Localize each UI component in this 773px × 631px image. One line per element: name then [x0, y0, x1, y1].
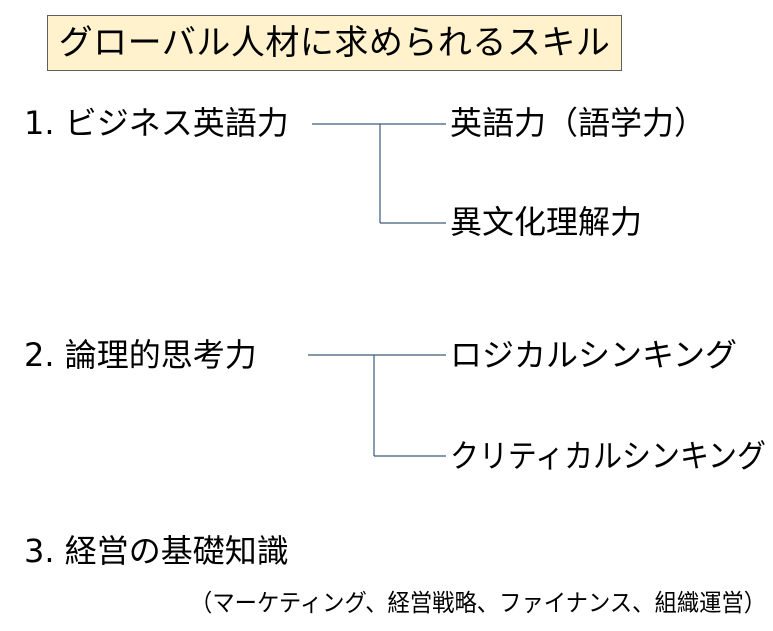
diagram-title: グローバル人材に求められるスキル: [58, 23, 611, 63]
skill-1-branch-2: 異文化理解力: [450, 203, 643, 241]
skill-2-branch-1: ロジカルシンキング: [450, 336, 738, 374]
title-box: グローバル人材に求められるスキル: [47, 15, 622, 71]
skill-3-label: 3. 経営の基礎知識: [24, 532, 289, 570]
skill-1-branch-1: 英語力（語学力）: [450, 104, 707, 142]
skill-1-label: 1. ビジネス英語力: [24, 104, 289, 142]
skill-2-label: 2. 論理的思考力: [24, 336, 257, 374]
skill-2-branch-2: クリティカルシンキング: [450, 437, 766, 475]
skill-3-detail: （マーケティング、経営戦略、ファイナンス、組織運営）: [190, 589, 767, 617]
